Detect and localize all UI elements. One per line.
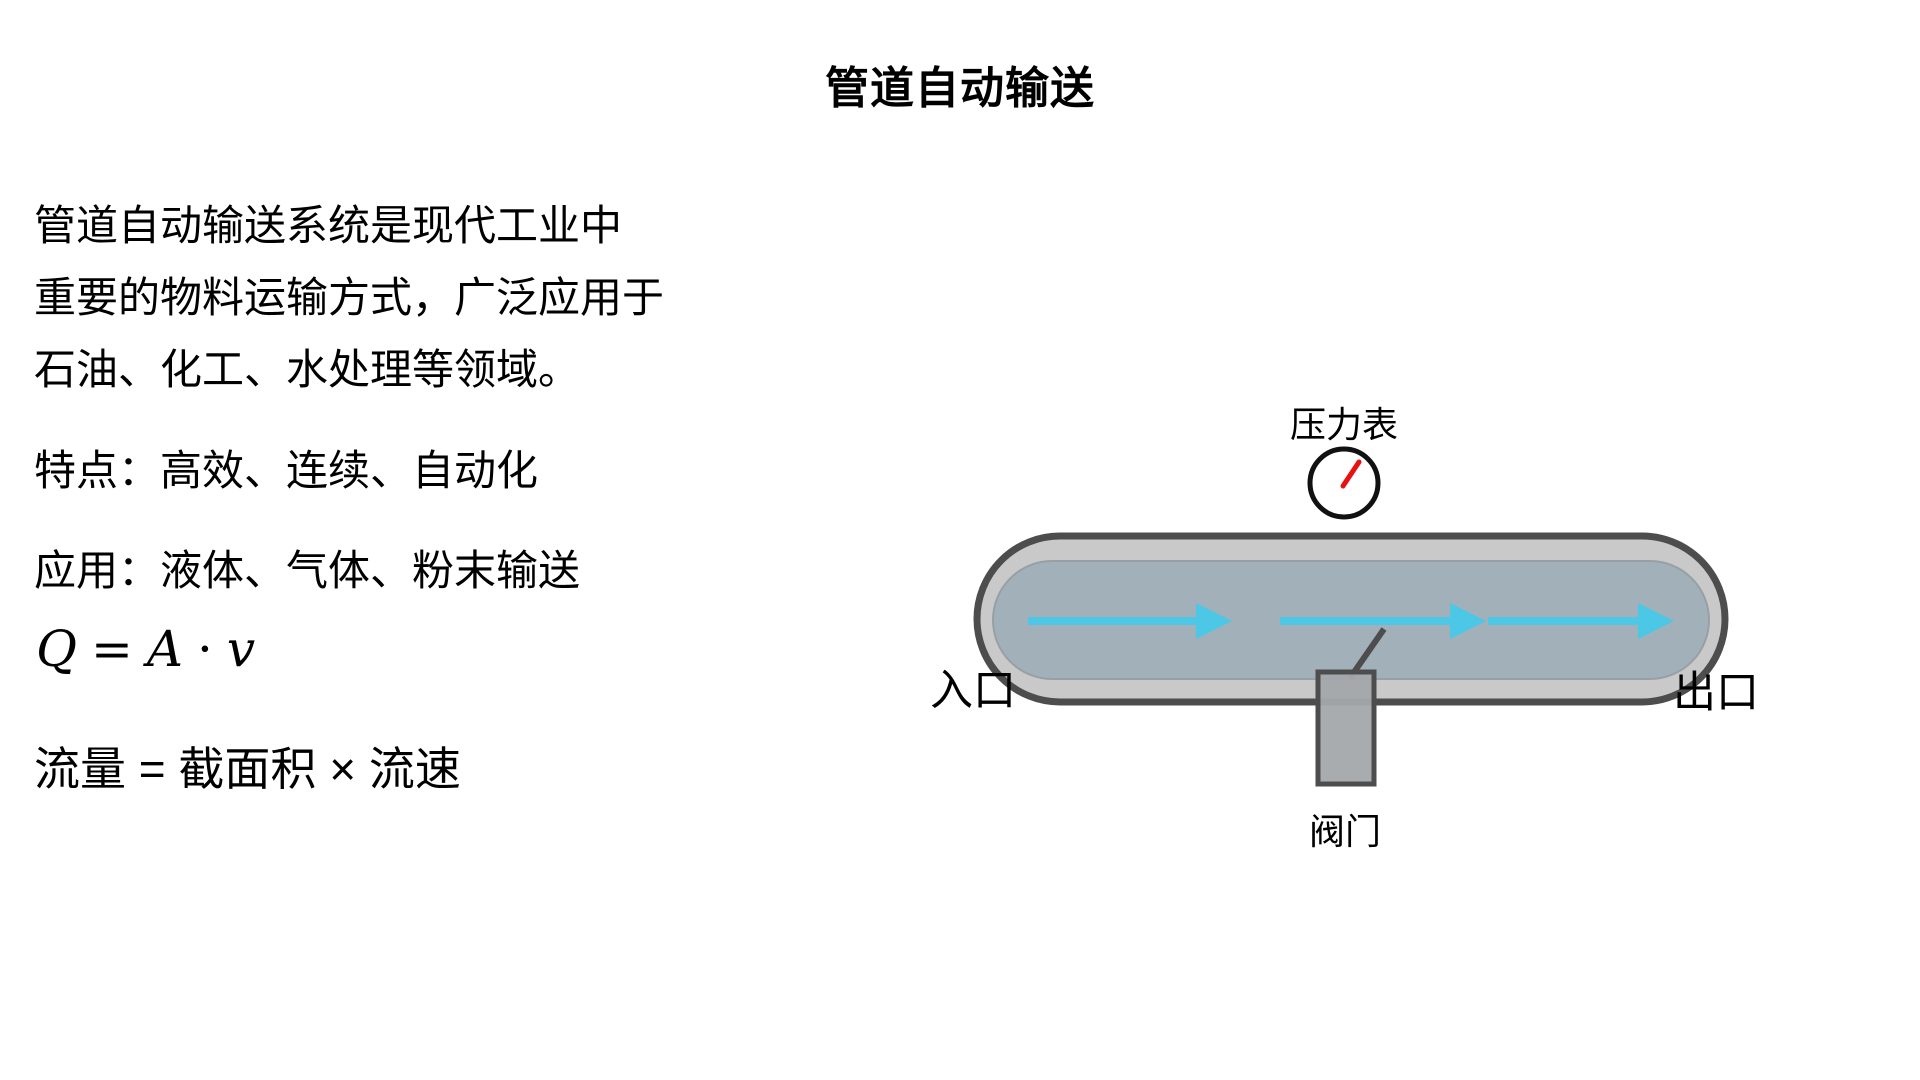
formula-v: v	[226, 620, 256, 678]
intro-line-1: 管道自动输送系统是现代工业中	[34, 202, 623, 249]
flow-arrowhead-icon	[1450, 603, 1486, 639]
formula-equals: =	[91, 620, 133, 678]
page-title: 管道自动输送	[825, 64, 1095, 113]
valve-label: 阀门	[1308, 811, 1381, 852]
flow-arrowhead-icon	[1196, 603, 1232, 639]
applications-line: 应用：液体、气体、粉末输送	[34, 547, 581, 594]
flow-arrows	[1028, 603, 1674, 639]
intro-paragraph: 管道自动输送系统是现代工业中 重要的物料运输方式，广泛应用于 石油、化工、水处理…	[34, 190, 664, 406]
intro-line-2: 重要的物料运输方式，广泛应用于	[34, 274, 665, 321]
gauge-needle-icon	[1340, 459, 1362, 489]
formula-a: A	[146, 620, 184, 678]
flow-formula: Q=A·v	[36, 620, 255, 678]
valve-body	[1315, 669, 1377, 787]
inlet-label: 入口	[930, 667, 1016, 715]
flow-arrowhead-icon	[1638, 603, 1674, 639]
outlet-label: 出口	[1673, 669, 1759, 717]
formula-q: Q	[36, 620, 77, 678]
features-line: 特点：高效、连续、自动化	[34, 447, 539, 494]
formula-text-line: 流量 = 截面积 × 流速	[34, 743, 461, 795]
pressure-gauge-label: 压力表	[1289, 404, 1398, 445]
intro-line-3: 石油、化工、水处理等领域。	[34, 346, 581, 393]
formula-dot: ·	[197, 620, 213, 678]
